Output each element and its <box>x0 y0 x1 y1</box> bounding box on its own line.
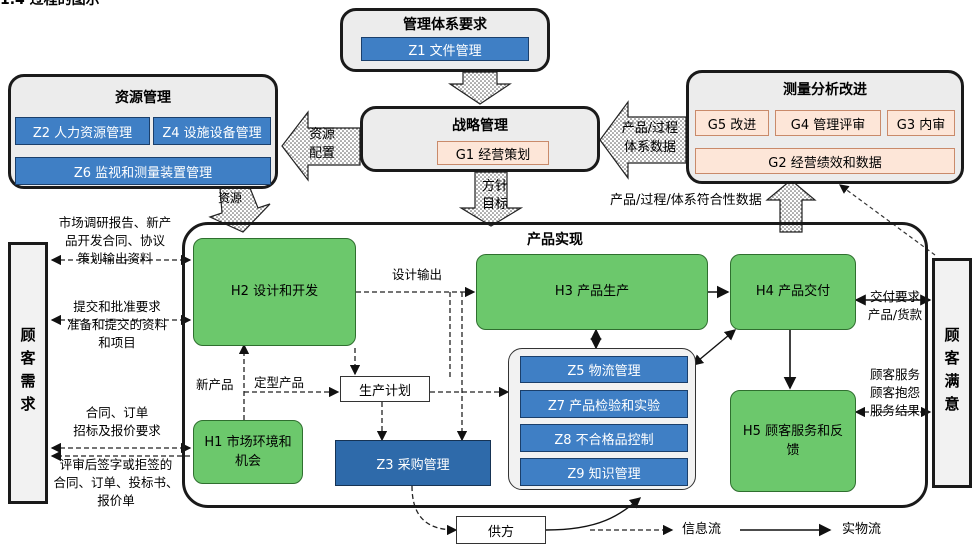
resource-management-title: 资源管理 <box>115 90 171 106</box>
label-left-reviewed-contracts: 评审后签字或拒签的合同、订单、投标书、报价单 <box>53 457 179 509</box>
arrow-strategy-to-resource <box>281 110 361 182</box>
g3-internal-audit[interactable]: G3 内审 <box>887 110 955 136</box>
product-realization-panel: 产品实现 <box>182 222 928 508</box>
supplier-box[interactable]: 供方 <box>456 516 546 544</box>
label-finalized-product: 定型产品 <box>254 375 305 390</box>
legend-info-flow: 信息流 <box>682 522 722 537</box>
measurement-analysis-title: 测量分析改进 <box>783 82 867 98</box>
g5-improvement[interactable]: G5 改进 <box>695 110 769 136</box>
h4-delivery[interactable]: H4 产品交付 <box>730 254 856 330</box>
arrow-strategy-to-realization <box>458 171 524 227</box>
customer-needs-box: 顾客需求 <box>8 242 48 504</box>
label-right-service: 顾客服务顾客抱怨服务结果 <box>869 367 920 419</box>
label-policy-targets: 方针目标 <box>481 179 508 212</box>
management-system-panel: 管理体系要求 Z1 文件管理 <box>340 8 550 72</box>
z6-monitoring-device-management[interactable]: Z6 监视和测量装置管理 <box>15 157 271 185</box>
label-left-market-research: 市场调研报告、新产品开发合同、协议策划输出资料 <box>58 215 172 267</box>
management-system-title: 管理体系要求 <box>403 17 487 33</box>
product-realization-title: 产品实现 <box>527 232 583 248</box>
resource-management-panel: 资源管理 Z2 人力资源管理 Z4 设施设备管理 Z6 监视和测量装置管理 <box>8 74 278 189</box>
h2-design-development[interactable]: H2 设计和开发 <box>193 238 356 346</box>
customer-needs-label: 顾客需求 <box>18 327 37 419</box>
measurement-analysis-panel: 测量分析改进 G5 改进 G4 管理评审 G3 内审 G2 经营绩效和数据 <box>686 70 964 184</box>
label-design-output: 设计输出 <box>392 267 443 282</box>
strategy-management-panel: 战略管理 G1 经营策划 <box>360 106 600 172</box>
header-fragment: 1.4 过程的图示 <box>0 0 100 8</box>
arrow-z1-to-strategy <box>448 71 512 105</box>
z3-purchasing[interactable]: Z3 采购管理 <box>335 440 491 486</box>
z9-knowledge-management[interactable]: Z9 知识管理 <box>520 458 688 486</box>
customer-satisfaction-label: 顾客满意 <box>942 327 961 419</box>
label-right-delivery: 交付要求产品/货款 <box>867 289 923 323</box>
arrow-conformity-up <box>765 179 817 233</box>
z4-facility-management[interactable]: Z4 设施设备管理 <box>153 117 271 145</box>
label-resource-allocation: 资源配置 <box>308 127 335 161</box>
z2-hr-management[interactable]: Z2 人力资源管理 <box>15 117 150 145</box>
g1-business-planning[interactable]: G1 经营策划 <box>437 141 549 165</box>
g4-management-review[interactable]: G4 管理评审 <box>775 110 881 136</box>
label-conformity-data: 产品/过程/体系符合性数据 <box>610 193 762 208</box>
arrow-measure-to-strategy <box>599 100 687 180</box>
customer-satisfaction-box: 顾客满意 <box>932 258 972 488</box>
z5-logistics[interactable]: Z5 物流管理 <box>520 356 688 383</box>
strategy-management-title: 战略管理 <box>452 118 508 134</box>
legend-material-flow: 实物流 <box>842 522 882 537</box>
label-resources: 资源 <box>218 191 243 205</box>
label-left-submission: 提交和批准要求准备和提交的资料和项目 <box>66 299 167 351</box>
h3-production[interactable]: H3 产品生产 <box>476 254 708 330</box>
label-process-data: 产品/过程体系数据 <box>621 121 679 155</box>
production-plan-box[interactable]: 生产计划 <box>340 376 430 402</box>
z7-inspection-testing[interactable]: Z7 产品检验和实验 <box>520 390 688 418</box>
label-new-product: 新产品 <box>196 377 234 392</box>
z1-document-management[interactable]: Z1 文件管理 <box>361 37 529 61</box>
label-left-contracts: 合同、订单招标及报价要求 <box>73 405 161 439</box>
h1-market-opportunity[interactable]: H1 市场环境和机会 <box>193 420 303 484</box>
g2-performance-data[interactable]: G2 经营绩效和数据 <box>695 148 955 174</box>
z8-nonconforming-control[interactable]: Z8 不合格品控制 <box>520 424 688 452</box>
h5-customer-service[interactable]: H5 顾客服务和反馈 <box>730 390 856 492</box>
